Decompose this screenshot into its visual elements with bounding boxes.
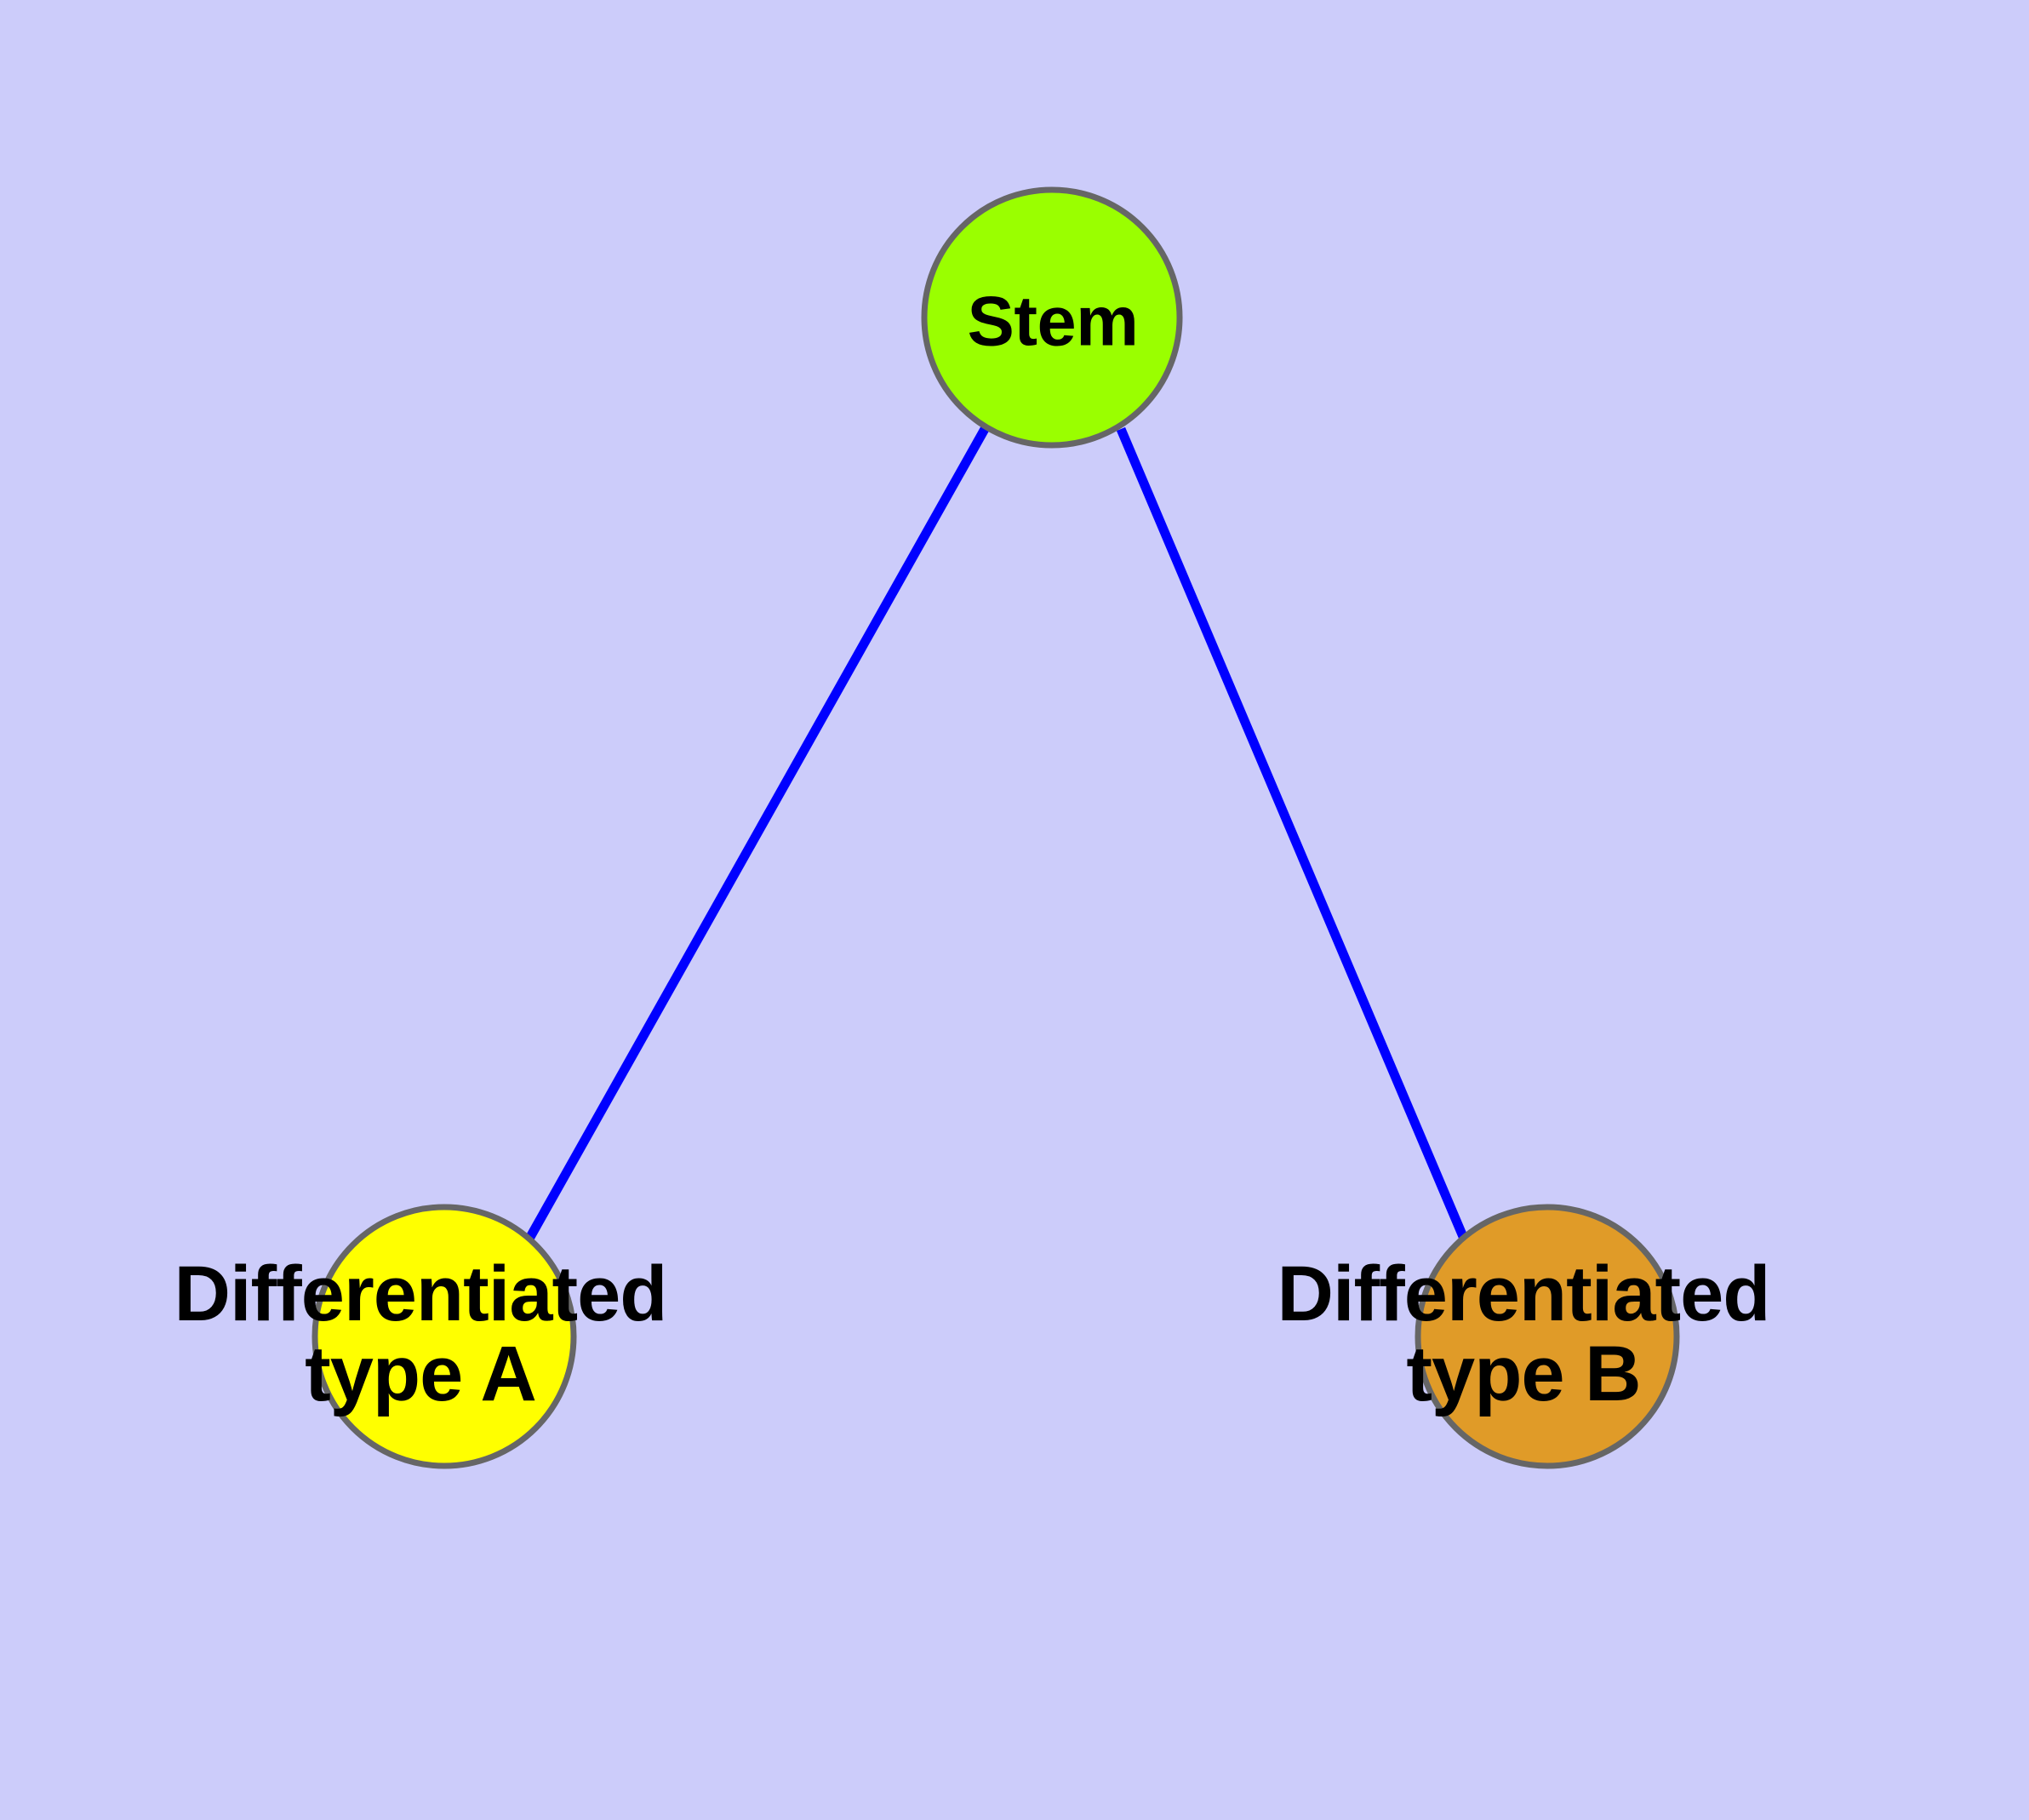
nodes-layer	[311, 186, 1680, 1469]
node-diff-b[interactable]	[1415, 1204, 1680, 1469]
edges-layer	[525, 426, 1469, 1241]
node-stem[interactable]	[921, 186, 1183, 449]
edge-stem-diff-a[interactable]	[525, 426, 989, 1241]
edge-stem-diff-b[interactable]	[1116, 426, 1469, 1241]
node-diff-a[interactable]	[311, 1204, 577, 1469]
